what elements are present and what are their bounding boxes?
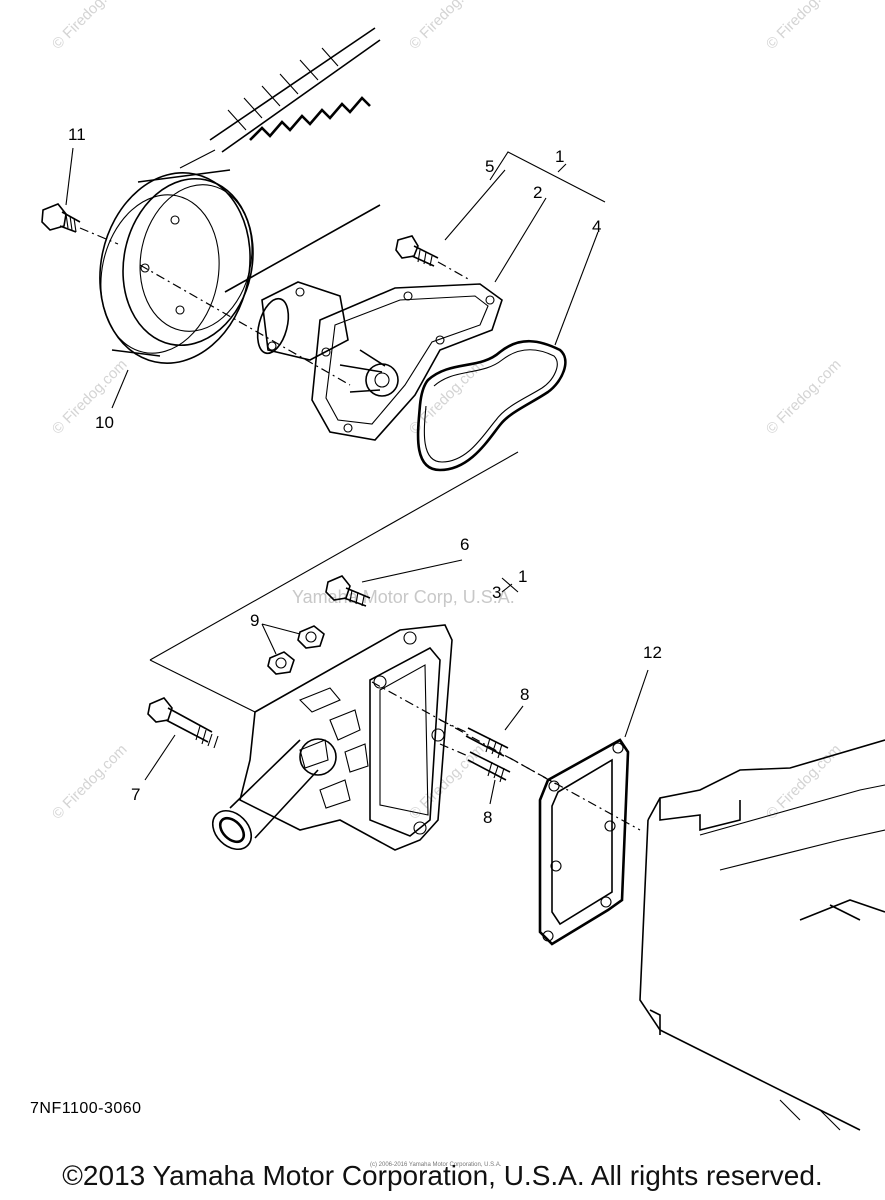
watermark: © Firedog.com [763, 0, 845, 53]
timing-belt [179, 27, 381, 169]
callout-2: 2 [533, 183, 542, 202]
callout-5: 5 [485, 157, 494, 176]
callout-7: 7 [131, 785, 140, 804]
bolt-11 [41, 203, 119, 245]
copyright-footer: ©2013 Yamaha Motor Corporation, U.S.A. A… [62, 1160, 823, 1191]
guide-line [149, 451, 519, 661]
watermark: © Firedog.com [49, 0, 131, 53]
callout-1: 1 [555, 147, 564, 166]
watermark: © Firedog.com [406, 741, 488, 823]
callout-10: 10 [95, 413, 114, 432]
callout-6: 6 [460, 535, 469, 554]
pulley-10 [99, 169, 254, 364]
shaft-axis-line [139, 264, 351, 386]
gasket-12 [538, 669, 649, 946]
callout-labels: 1 2 4 5 10 11 6 3 1 9 7 8 8 12 [68, 125, 662, 827]
tiny-copyright-text: (c) 2006-2016 Yamaha Motor Corporation, … [370, 1162, 502, 1168]
guide-line [224, 204, 381, 293]
engine-block [639, 739, 885, 1131]
callout-3: 3 [492, 583, 501, 602]
water-pump-2 [256, 281, 503, 441]
cover-3 [211, 624, 453, 851]
watermark: © Firedog.com [49, 741, 131, 823]
watermark: © Firedog.com [763, 356, 845, 438]
callout-8: 8 [520, 685, 529, 704]
watermark: © Firedog.com [763, 741, 845, 823]
callout-bracket-upper [65, 147, 606, 409]
o-ring-4 [416, 339, 567, 472]
callout-9: 9 [250, 611, 259, 630]
callout-1: 1 [518, 567, 527, 586]
alignment-axis-line [371, 681, 641, 831]
studs-8 [439, 705, 524, 805]
callout-4: 4 [592, 217, 601, 236]
center-watermark: Yamaha Motor Corp, U.S.A. [292, 587, 515, 607]
callout-12: 12 [643, 643, 662, 662]
bolt-6 [325, 559, 463, 607]
washers-9 [261, 623, 325, 675]
watermark: © Firedog.com [49, 356, 131, 438]
callout-11: 11 [68, 125, 86, 144]
watermark: © Firedog.com [406, 0, 488, 53]
bolt-5 [395, 235, 471, 281]
bolt-7 [144, 697, 219, 781]
guide-line [149, 659, 256, 713]
diagram-part-number: 7NF1100-3060 [30, 1100, 142, 1117]
callout-8: 8 [483, 808, 492, 827]
